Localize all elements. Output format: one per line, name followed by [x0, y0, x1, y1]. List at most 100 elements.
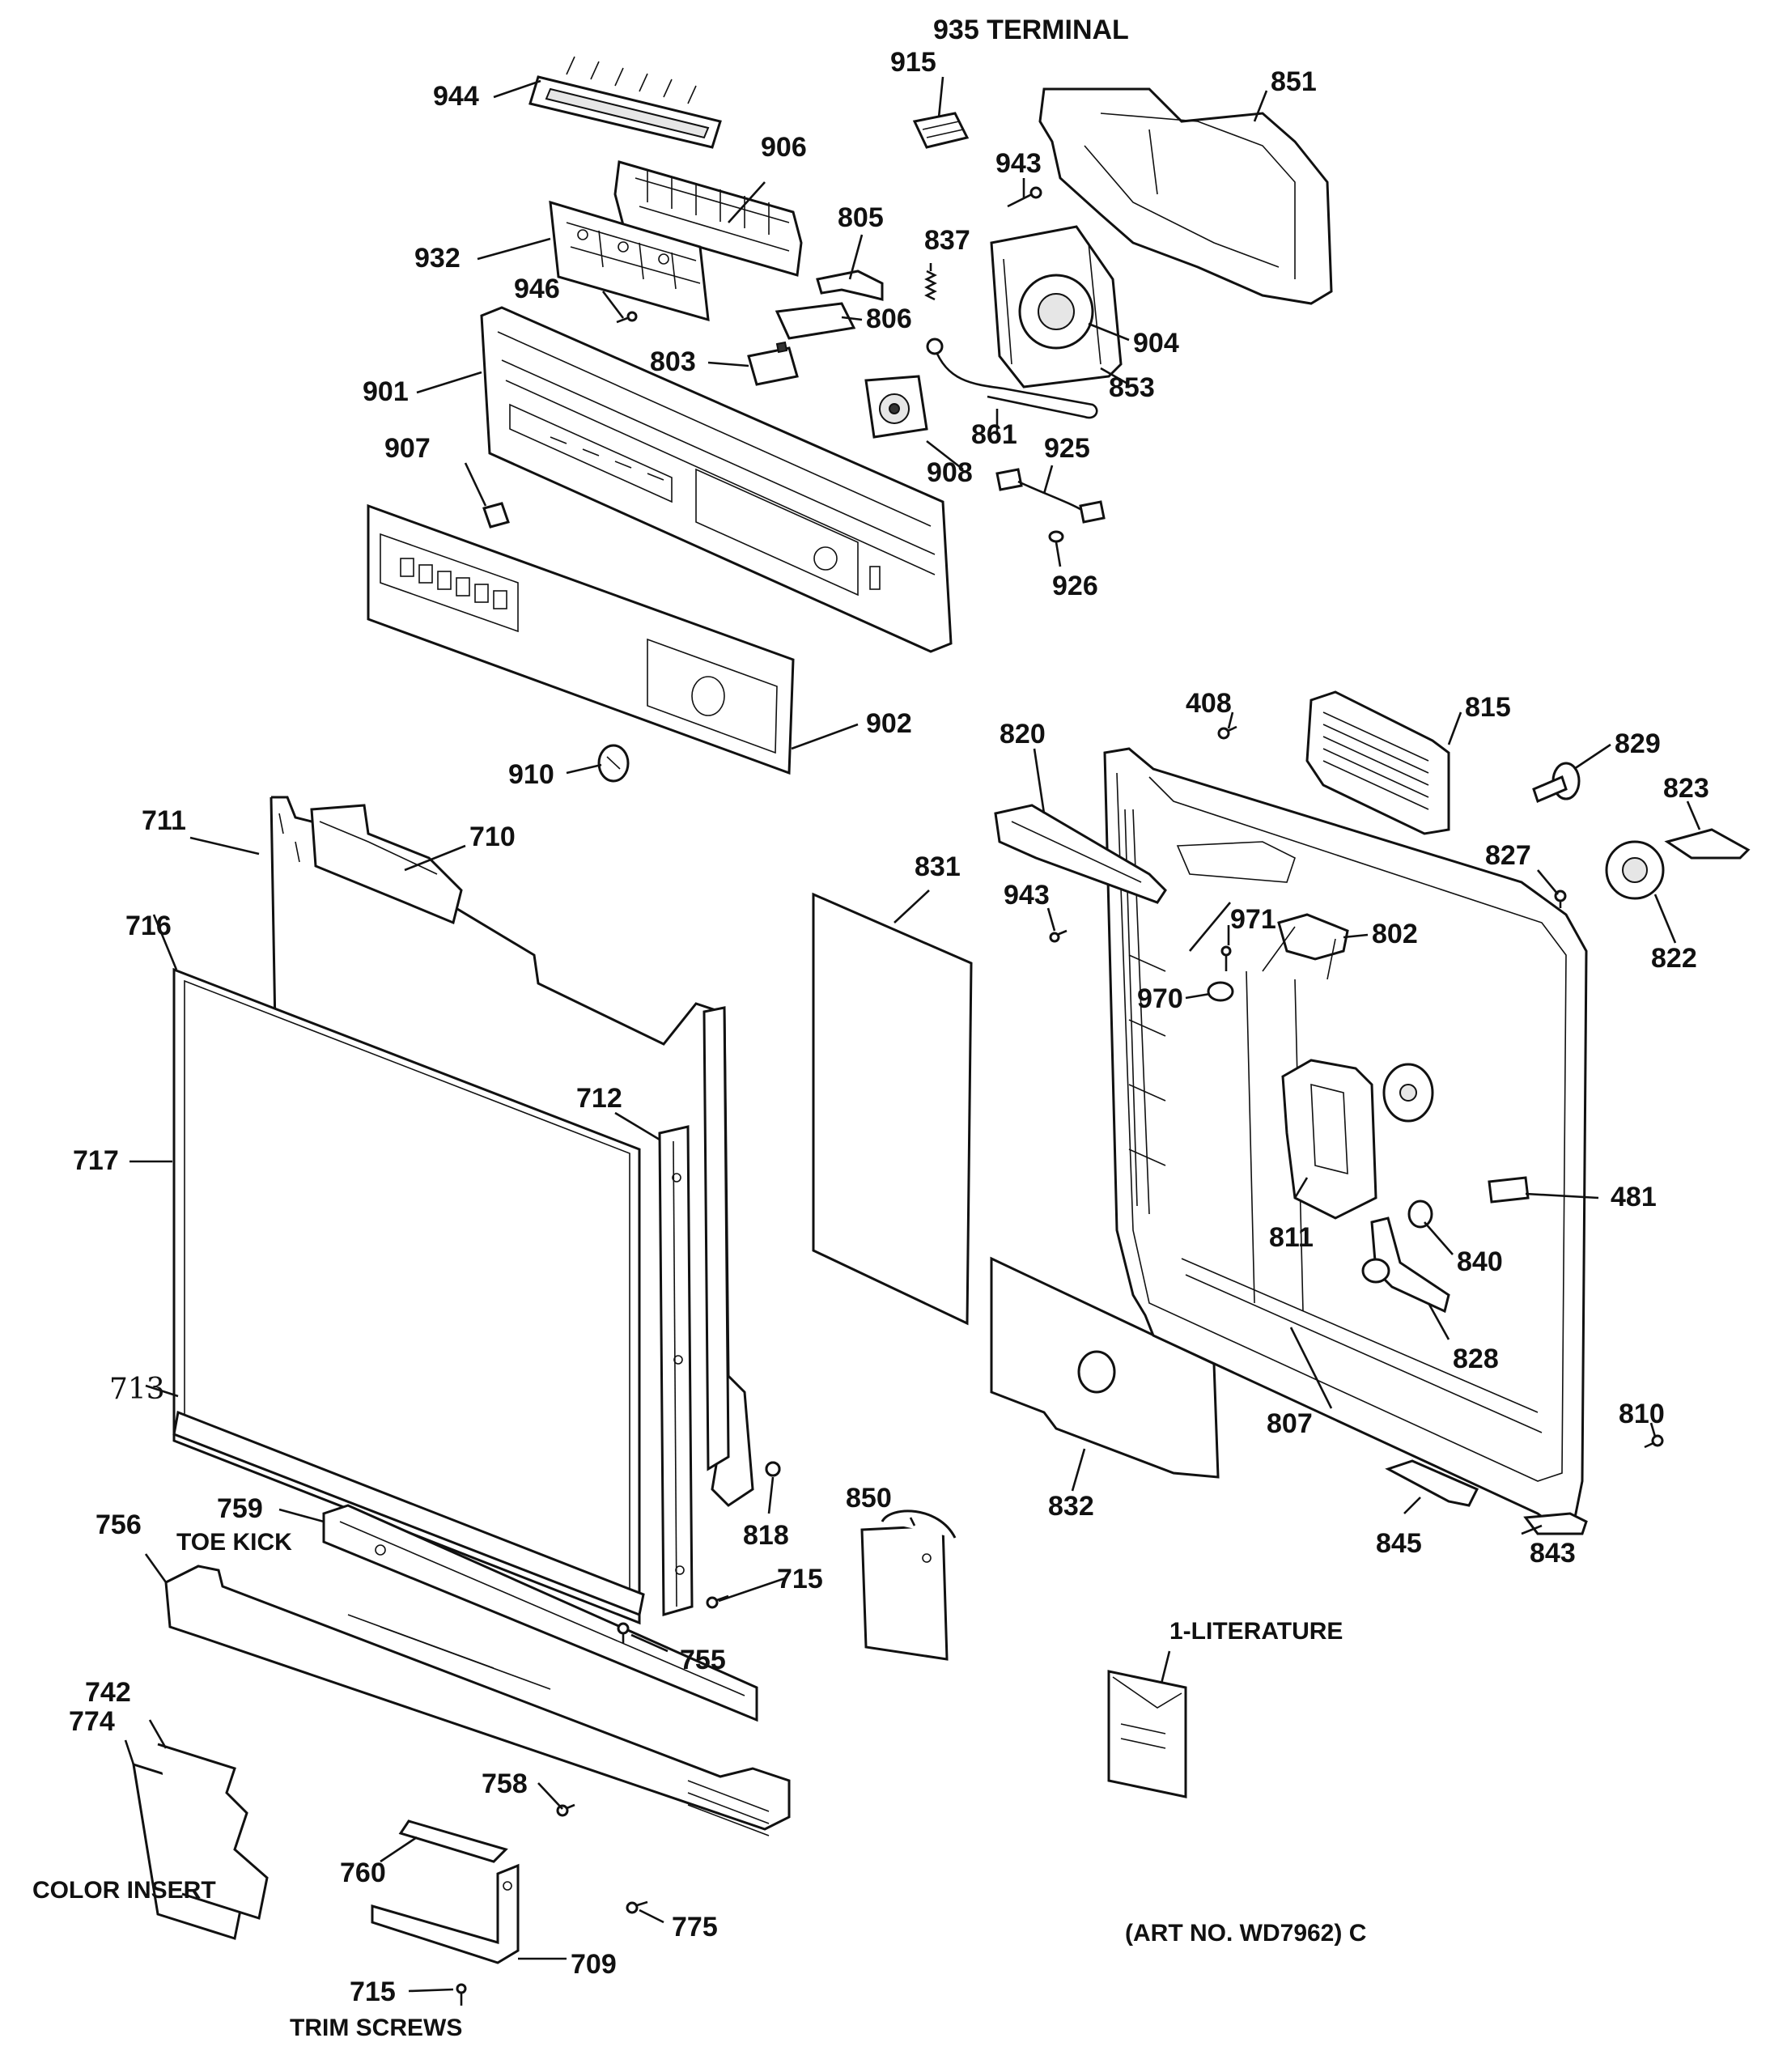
art-number: (ART NO. WD7962) C — [1125, 1920, 1366, 1947]
part-971-970-fitting — [1207, 945, 1234, 1002]
part-481-label — [1488, 1176, 1530, 1204]
label-713: 713 — [109, 1373, 165, 1406]
part-803-switch — [747, 341, 799, 386]
part-742-774-color-insert — [132, 1743, 269, 1940]
label-831: 831 — [915, 851, 961, 882]
label-711: 711 — [142, 805, 186, 836]
label-904: 904 — [1133, 328, 1179, 359]
part-832-insulation-panel — [990, 1256, 1220, 1479]
part-837-spring — [924, 270, 937, 301]
caption-literature: 1-LITERATURE — [1169, 1618, 1343, 1645]
part-711-door-liner — [270, 796, 781, 1507]
caption-toe-kick: TOE KICK — [176, 1529, 292, 1556]
label-806: 806 — [866, 304, 912, 334]
part-709-trim — [371, 1863, 520, 1964]
label-715-trim: 715 — [350, 1976, 396, 2007]
label-820: 820 — [1000, 719, 1046, 749]
part-756-kickplate — [164, 1565, 791, 1836]
part-845-hinge — [1385, 1459, 1479, 1507]
label-760: 760 — [340, 1858, 386, 1888]
keypad-buttons — [400, 558, 507, 609]
literature-envelope — [1107, 1670, 1187, 1798]
label-815: 815 — [1465, 692, 1511, 723]
part-932-board — [549, 200, 710, 322]
part-906-switch-housing — [613, 160, 803, 277]
part-853-harness — [926, 338, 1098, 419]
label-712: 712 — [576, 1083, 622, 1114]
label-861: 861 — [971, 419, 1017, 450]
label-932: 932 — [414, 243, 461, 274]
label-943-right: 943 — [1004, 880, 1050, 911]
label-853: 853 — [1109, 372, 1155, 403]
part-806-label — [775, 302, 856, 340]
label-742: 742 — [85, 1677, 131, 1708]
part-907-button — [482, 502, 510, 529]
leader-lines — [124, 76, 1701, 1993]
label-807: 807 — [1267, 1408, 1313, 1439]
part-758-screw — [556, 1803, 575, 1817]
part-755-screw — [617, 1622, 630, 1643]
label-907: 907 — [384, 433, 431, 464]
label-408: 408 — [1186, 688, 1232, 719]
part-840-ring — [1407, 1199, 1433, 1229]
part-818-screw — [765, 1461, 781, 1477]
label-823: 823 — [1663, 773, 1709, 804]
part-902-control-panel — [367, 503, 795, 775]
part-802-latch — [1262, 913, 1349, 980]
part-775-screw — [626, 1900, 648, 1914]
label-843: 843 — [1530, 1538, 1576, 1569]
label-755: 755 — [680, 1645, 726, 1675]
label-710: 710 — [469, 822, 516, 852]
part-831-insulation-panel — [812, 892, 973, 1326]
label-715-mid: 715 — [777, 1564, 823, 1594]
part-715-trim-screw — [456, 1983, 467, 2006]
label-774: 774 — [69, 1706, 115, 1737]
label-811: 811 — [1269, 1222, 1314, 1253]
part-944-terminal-strip — [528, 56, 722, 149]
label-851: 851 — [1271, 66, 1317, 97]
label-946: 946 — [514, 274, 560, 304]
label-902: 902 — [866, 708, 912, 739]
caption-trim-screws: TRIM SCREWS — [290, 2015, 462, 2041]
part-843-hinge-arm — [1523, 1512, 1588, 1535]
label-837: 837 — [924, 225, 970, 256]
part-904-timer — [990, 225, 1123, 388]
label-840: 840 — [1457, 1246, 1503, 1277]
label-803: 803 — [650, 346, 696, 377]
label-971: 971 — [1230, 904, 1276, 935]
label-925: 925 — [1044, 433, 1090, 464]
label-756: 756 — [96, 1509, 142, 1540]
part-810-screw — [1644, 1434, 1664, 1449]
part-946-screw — [616, 311, 638, 324]
label-829: 829 — [1615, 728, 1661, 759]
label-759: 759 — [217, 1493, 263, 1524]
label-926: 926 — [1052, 571, 1098, 601]
label-802: 802 — [1372, 919, 1418, 949]
part-760-spacer — [398, 1819, 508, 1863]
label-716: 716 — [125, 911, 172, 941]
part-910-knob — [597, 744, 630, 783]
part-908-motor — [864, 375, 928, 439]
part-828-arm — [1361, 1216, 1450, 1314]
label-822: 822 — [1651, 943, 1697, 974]
caption-color-insert: COLOR INSERT — [32, 1877, 216, 1904]
label-906: 906 — [761, 132, 807, 163]
part-759-toe-kick — [322, 1504, 758, 1722]
diagram-title: 935 TERMINAL — [933, 15, 1129, 45]
part-715-screw-mid — [706, 1594, 729, 1609]
label-775: 775 — [672, 1912, 718, 1942]
label-810: 810 — [1619, 1399, 1665, 1429]
part-901-console — [480, 306, 953, 653]
part-851-duct — [1038, 87, 1333, 305]
part-815-vent — [1305, 690, 1450, 835]
label-805: 805 — [838, 202, 884, 233]
label-828: 828 — [1453, 1344, 1499, 1374]
part-712-side-trim — [658, 1125, 694, 1616]
label-901: 901 — [363, 376, 409, 407]
label-908: 908 — [927, 457, 973, 488]
label-915: 915 — [890, 47, 936, 78]
label-845: 845 — [1376, 1528, 1422, 1559]
label-970: 970 — [1137, 983, 1183, 1014]
part-925-harness — [995, 468, 1106, 524]
